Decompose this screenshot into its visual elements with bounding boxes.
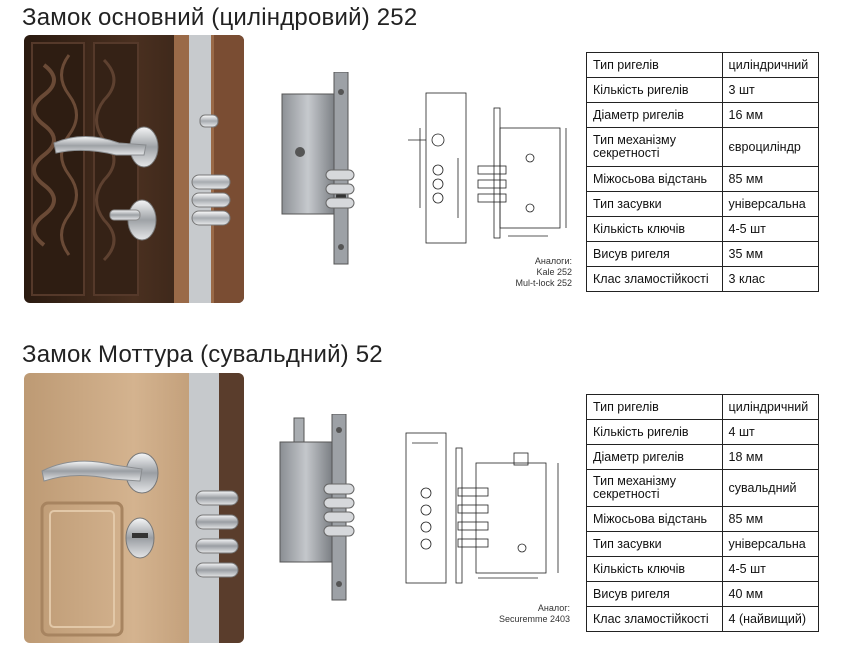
section-title-lock-252: Замок основний (циліндровий) 252 bbox=[22, 4, 418, 31]
lock-mottura-52-image bbox=[276, 414, 360, 602]
spec-label: Діаметр ригелів bbox=[586, 102, 723, 128]
spec-value: сувальдний bbox=[721, 469, 820, 507]
spec-label: Клас зламостійкості bbox=[586, 606, 723, 632]
spec-value: 35 мм bbox=[721, 241, 820, 267]
spec-value: 4-5 шт bbox=[721, 556, 820, 582]
spec-value: універсальна bbox=[721, 531, 820, 557]
spec-label: Діаметр ригелів bbox=[586, 444, 723, 470]
analog-label: Аналог: bbox=[537, 603, 570, 613]
analog-item: Securemme 2403 bbox=[498, 614, 570, 624]
spec-value: універсальна bbox=[721, 191, 820, 217]
spec-value: 85 мм bbox=[721, 506, 820, 532]
spec-label: Висув ригеля bbox=[586, 241, 723, 267]
spec-label: Тип засувки bbox=[586, 191, 723, 217]
spec-value: 4 шт bbox=[721, 419, 820, 445]
analog-label: Аналоги: bbox=[534, 256, 572, 266]
spec-label: Тип механізму секретності bbox=[586, 469, 723, 507]
spec-label: Клас зламостійкості bbox=[586, 266, 723, 292]
spec-value: 85 мм bbox=[721, 166, 820, 192]
spec-value: циліндричний bbox=[721, 394, 820, 420]
spec-value: 3 шт bbox=[721, 77, 820, 103]
section-title-lock-mottura-52: Замок Моттура (сувальдний) 52 bbox=[22, 341, 383, 368]
spec-value: євроциліндр bbox=[721, 127, 820, 167]
analog-item: Kale 252 bbox=[536, 267, 572, 277]
spec-label: Кількість ригелів bbox=[586, 77, 723, 103]
door-photo-light bbox=[24, 373, 244, 643]
spec-label: Міжосьова відстань bbox=[586, 166, 723, 192]
lock-mottura-52-drawing bbox=[398, 428, 576, 593]
analog-block-52: Аналог: Securemme 2403 bbox=[470, 603, 570, 625]
spec-label: Тип засувки bbox=[586, 531, 723, 557]
spec-label: Кількість ключів bbox=[586, 216, 723, 242]
spec-label: Кількість ригелів bbox=[586, 419, 723, 445]
spec-value: 4 (найвищий) bbox=[721, 606, 820, 632]
spec-value: 4-5 шт bbox=[721, 216, 820, 242]
spec-value: 3 клас bbox=[721, 266, 820, 292]
spec-label: Висув ригеля bbox=[586, 581, 723, 607]
spec-label: Міжосьова відстань bbox=[586, 506, 723, 532]
spec-label: Тип механізму секретності bbox=[586, 127, 723, 167]
spec-label: Кількість ключів bbox=[586, 556, 723, 582]
spec-value: 40 мм bbox=[721, 581, 820, 607]
spec-label: Тип ригелів bbox=[586, 52, 723, 78]
analog-block-252: Аналоги: Kale 252 Mul-t-lock 252 bbox=[486, 256, 572, 289]
spec-label: Тип ригелів bbox=[586, 394, 723, 420]
lock-252-image bbox=[278, 72, 358, 267]
spec-value: 16 мм bbox=[721, 102, 820, 128]
lock-252-drawing bbox=[398, 88, 578, 248]
spec-value: циліндричний bbox=[721, 52, 820, 78]
door-photo-dark bbox=[24, 35, 244, 303]
analog-item: Mul-t-lock 252 bbox=[515, 278, 572, 288]
spec-value: 18 мм bbox=[721, 444, 820, 470]
